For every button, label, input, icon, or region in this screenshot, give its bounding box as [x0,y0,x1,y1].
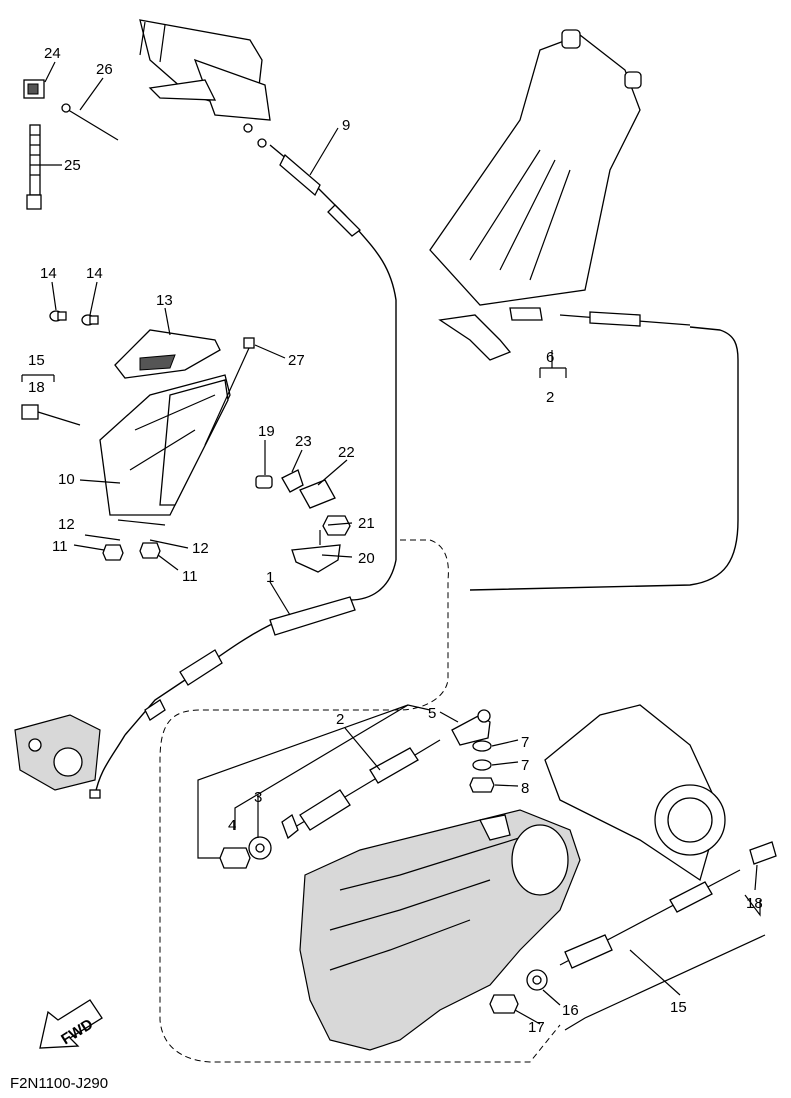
callout-11-right: 11 [182,568,198,585]
callout-15-top: 15 [28,352,45,369]
cable-tie-25 [26,124,42,210]
part-19 [255,475,273,489]
callout-27: 27 [288,352,305,369]
washer-16 [526,969,548,991]
routing-loop-outline [159,539,561,1063]
screw-14-left [49,310,67,322]
callout-23: 23 [295,433,312,450]
callout-8: 8 [521,780,529,797]
screw-14-right [81,314,99,326]
cable-15 [559,869,741,969]
bracket-22 [299,479,336,509]
washer-3 [248,836,272,860]
callout-18-bottom: 18 [746,895,763,912]
callout-17: 17 [528,1019,545,1036]
callout-22: 22 [338,444,355,461]
joint-5 [451,709,491,746]
callout-4: 4 [228,817,236,834]
callout-10: 10 [58,471,75,488]
callout-14-left: 14 [40,265,57,282]
callout-26: 26 [96,61,113,78]
callout-20: 20 [358,550,375,567]
bolt-18-lower [749,841,777,865]
cover-13 [114,329,221,379]
callout-6: 6 [546,349,554,366]
lever-20 [291,530,341,573]
nut-4 [219,847,251,869]
bracket-10 [99,374,231,526]
nut-17 [489,994,519,1014]
bolt-27 [204,337,255,446]
bolt-18-upper [21,404,81,426]
part-23 [281,469,304,493]
callout-2-top: 2 [546,389,554,406]
callout-11-left: 11 [52,538,68,555]
callout-24: 24 [44,45,61,62]
shift-cable-2 [281,739,441,840]
washers-7-nut-8 [469,740,495,793]
cable-6 [509,307,691,327]
callout-1: 1 [266,569,274,586]
steering-nozzle [429,29,642,361]
jet-pump-housing [299,809,581,1051]
callout-3: 3 [254,789,262,806]
jet-pump-duct [544,704,726,882]
throttle-cable-9 [269,144,397,560]
callout-7-lower: 7 [521,757,529,774]
callout-2-mid: 2 [336,711,344,728]
callout-7-upper: 7 [521,734,529,751]
callout-14-right: 14 [86,265,103,282]
callout-12-left: 12 [58,516,75,533]
leader-lines [21,61,766,1031]
nuts-11-12 [102,542,161,561]
fwd-arrow: FWD [39,999,103,1049]
callout-18-top: 18 [28,379,45,396]
callout-12-right: 12 [192,540,209,557]
steering-cable-1 [89,559,397,799]
callout-16: 16 [562,1002,579,1019]
callout-21: 21 [358,515,375,532]
cable-route-right [469,326,739,591]
callout-labels: 24 26 25 9 14 14 13 27 15 18 19 23 22 10… [28,45,763,1036]
callout-5: 5 [428,705,436,722]
callout-25: 25 [64,157,81,174]
cable-clamp-24 [23,79,45,99]
throttle-body [14,714,101,791]
rivet-26 [61,103,119,141]
drawing-code: F2N1100-J290 [10,1075,108,1092]
callout-15-bottom: 15 [670,999,687,1016]
nut-21 [322,515,351,536]
callout-13: 13 [156,292,173,309]
callout-9: 9 [342,117,350,134]
handlebar-grip [139,19,271,148]
callout-19: 19 [258,423,275,440]
